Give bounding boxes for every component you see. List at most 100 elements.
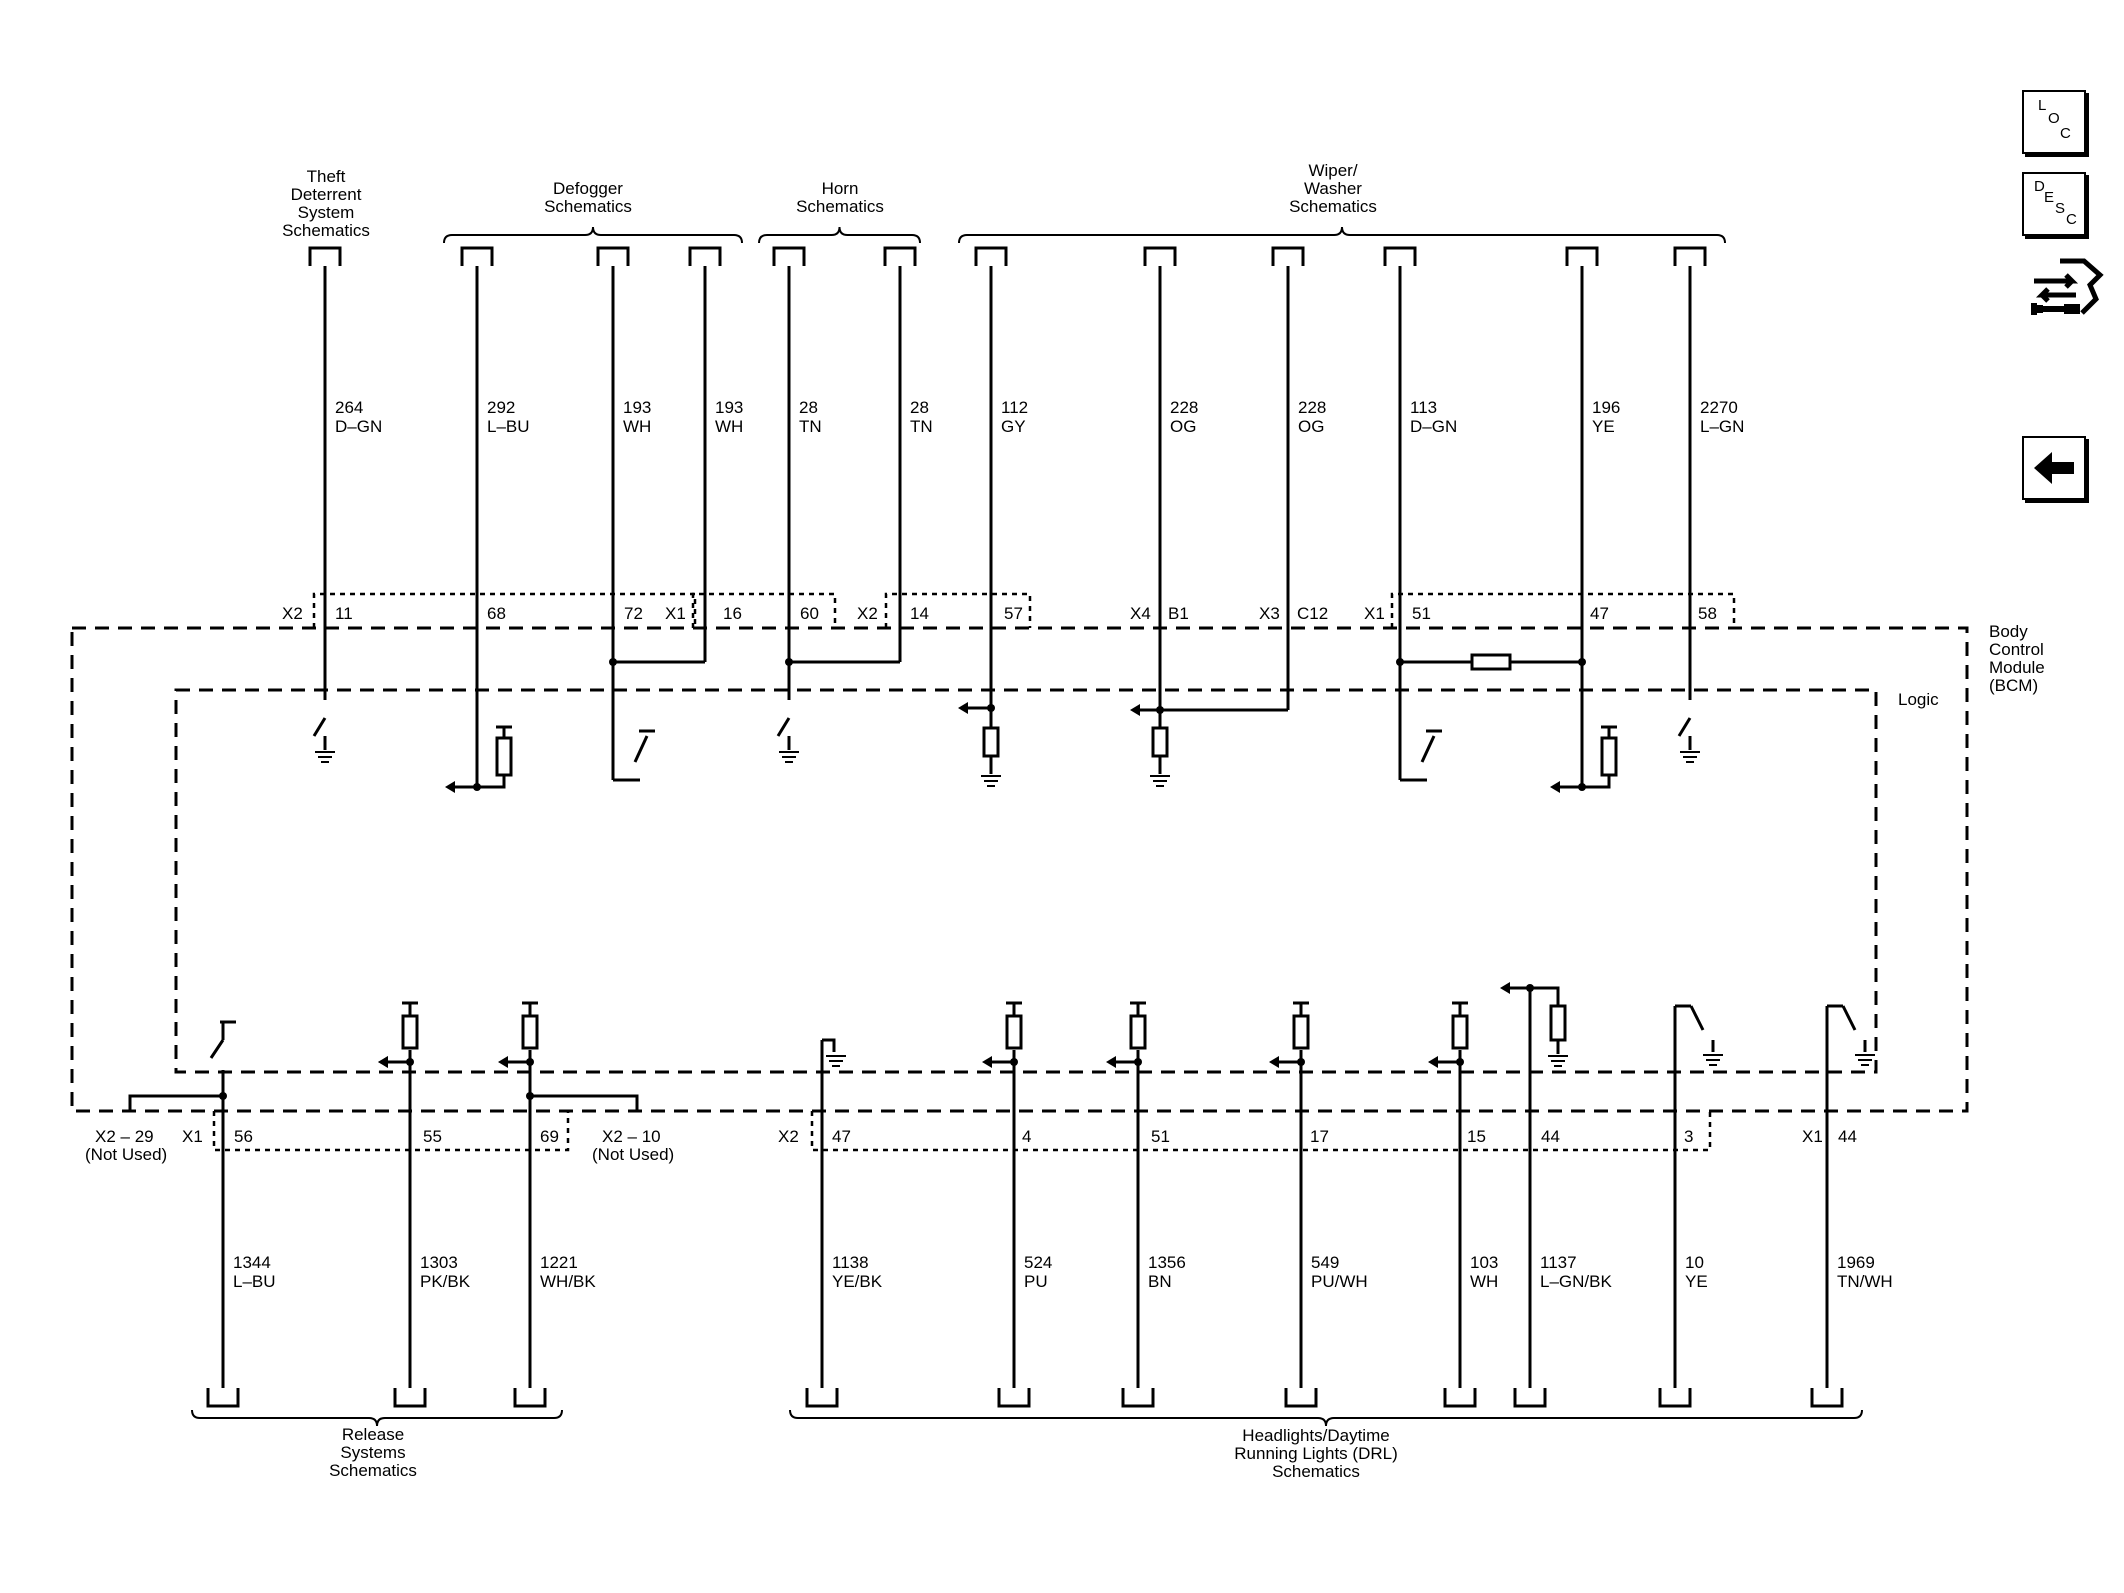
svg-text:Release: Release (342, 1425, 404, 1444)
top-pin-1: 68 (487, 604, 506, 623)
ground-28 (779, 751, 799, 763)
bottom-wire-circuit-1: 1303 (420, 1253, 458, 1272)
group-headlights-drl[interactable]: Headlights/Daytime Running Lights (DRL) … (1234, 1426, 1397, 1481)
bottom-terminal-2 (513, 1388, 547, 1408)
desc-letter-e: E (2044, 189, 2055, 206)
unused-pin-x2-10-note: (Not Used) (592, 1145, 674, 1164)
bottom-wire-circuit-5: 1356 (1148, 1253, 1186, 1272)
svg-text:Wiper/: Wiper/ (1308, 161, 1357, 180)
unused-pin-x2-10: X2 – 10 (602, 1127, 661, 1146)
svg-text:Schematics: Schematics (282, 221, 370, 240)
top-wire-circuit-0: 264 (335, 398, 363, 417)
arrow-103 (1428, 1056, 1438, 1068)
ground-2270 (1680, 751, 1700, 763)
group-defogger[interactable]: Defogger Schematics (544, 179, 632, 216)
top-pin-11: 58 (1698, 604, 1717, 623)
top-connector-x4: X4 (1130, 604, 1151, 623)
top-pin-3: 16 (723, 604, 742, 623)
bottom-terminal-10 (1810, 1388, 1844, 1408)
labels: 264D–GN11292L–BU68193WH72193WH1628TN6028… (233, 398, 1893, 1291)
group-horn[interactable]: Horn Schematics (796, 179, 884, 216)
back-button[interactable] (2022, 436, 2086, 500)
bottom-connector-x2: X2 (778, 1127, 799, 1146)
bottom-wire-color-3: YE/BK (832, 1272, 883, 1291)
bottom-terminal-1 (393, 1388, 427, 1408)
svg-text:Theft: Theft (307, 167, 346, 186)
bcm-label-line-4: (BCM) (1989, 676, 2038, 695)
bottom-connector-box-0 (212, 1111, 570, 1152)
top-terminal-2 (596, 246, 630, 266)
group-release-systems[interactable]: Release Systems Schematics (329, 1425, 417, 1480)
group-theft-deterrent[interactable]: Theft Deterrent System Schematics (282, 167, 370, 240)
svg-text:Schematics: Schematics (796, 197, 884, 216)
bottom-pin-10: 44 (1838, 1127, 1857, 1146)
unused-pin-x2-29-note: (Not Used) (85, 1145, 167, 1164)
switch-193 (633, 735, 649, 763)
top-pin-6: 57 (1004, 604, 1023, 623)
top-terminal-4 (772, 246, 806, 266)
bottom-terminal-7 (1443, 1388, 1477, 1408)
resistor-103 (1451, 1014, 1469, 1050)
resistor-112 (982, 726, 1000, 758)
top-wire-circuit-6: 112 (1001, 398, 1028, 417)
top-terminal-9 (1383, 246, 1417, 266)
bottom-wire-circuit-0: 1344 (233, 1253, 271, 1272)
top-wire-color-11: L–GN (1700, 417, 1744, 436)
desc-button[interactable]: D E S C (2022, 172, 2086, 236)
top-pin-7: B1 (1168, 604, 1189, 623)
top-wire-circuit-10: 196 (1592, 398, 1620, 417)
top-pin-8: C12 (1297, 604, 1328, 623)
ground-112 (981, 775, 1001, 787)
svg-text:Systems: Systems (340, 1443, 405, 1462)
top-wire-circuit-7: 228 (1170, 398, 1198, 417)
bcm-label-line-3: Module (1989, 658, 2045, 677)
wires (128, 226, 1867, 1427)
top-connector-x1b: X1 (1364, 604, 1385, 623)
resistor-1137 (1549, 1004, 1567, 1042)
resistor-549 (1292, 1014, 1310, 1050)
desc-letter-d: D (2034, 178, 2045, 195)
bottom-pin-0: 56 (234, 1127, 253, 1146)
bottom-connector-box-1 (810, 1111, 1712, 1152)
arrow-bottom (498, 1056, 508, 1068)
top-pin-10: 47 (1590, 604, 1609, 623)
svg-text:Washer: Washer (1304, 179, 1362, 198)
resistor-524 (1005, 1014, 1023, 1050)
ground-228 (1150, 775, 1170, 787)
repair-tools-icon[interactable] (2030, 255, 2104, 335)
loc-button[interactable]: L O C (2022, 90, 2086, 154)
arrow-292 (445, 781, 455, 793)
group-wiper-washer[interactable]: Wiper/ Washer Schematics (1289, 161, 1377, 216)
switch-10 (1689, 1005, 1705, 1031)
ground-1138 (826, 1055, 846, 1067)
bcm-internal-circuits (209, 653, 1875, 1100)
arrow-196 (1550, 781, 1560, 793)
svg-text:Running Lights (DRL): Running Lights (DRL) (1234, 1444, 1397, 1463)
bottom-pin-2: 69 (540, 1127, 559, 1146)
switch-2270 (1677, 717, 1692, 737)
bottom-terminal-6 (1284, 1388, 1318, 1408)
bottom-wire-circuit-2: 1221 (540, 1253, 578, 1272)
bottom-wire-circuit-9: 10 (1685, 1253, 1704, 1272)
top-terminal-11 (1673, 246, 1707, 266)
desc-letter-s: S (2055, 200, 2066, 217)
brace-release-systems (191, 1409, 563, 1427)
ground-264 (315, 751, 335, 763)
top-wire-color-7: OG (1170, 417, 1196, 436)
top-connector-box-3 (1390, 592, 1736, 628)
bottom-pin-5: 51 (1151, 1127, 1170, 1146)
resistor-bridge (1470, 653, 1512, 671)
top-terminal-0 (308, 246, 342, 266)
top-terminal-8 (1271, 246, 1305, 266)
top-connector-x1: X1 (665, 604, 686, 623)
bcm-outline (70, 592, 1969, 1152)
desc-letter-c: C (2066, 211, 2077, 228)
bottom-wire-color-9: YE (1685, 1272, 1708, 1291)
top-wire-color-10: YE (1592, 417, 1615, 436)
top-pin-9: 51 (1412, 604, 1431, 623)
top-wire-color-1: L–BU (487, 417, 530, 436)
bottom-terminal-5 (1121, 1388, 1155, 1408)
top-wire-color-5: TN (910, 417, 933, 436)
ground-1969 (1855, 1054, 1875, 1066)
